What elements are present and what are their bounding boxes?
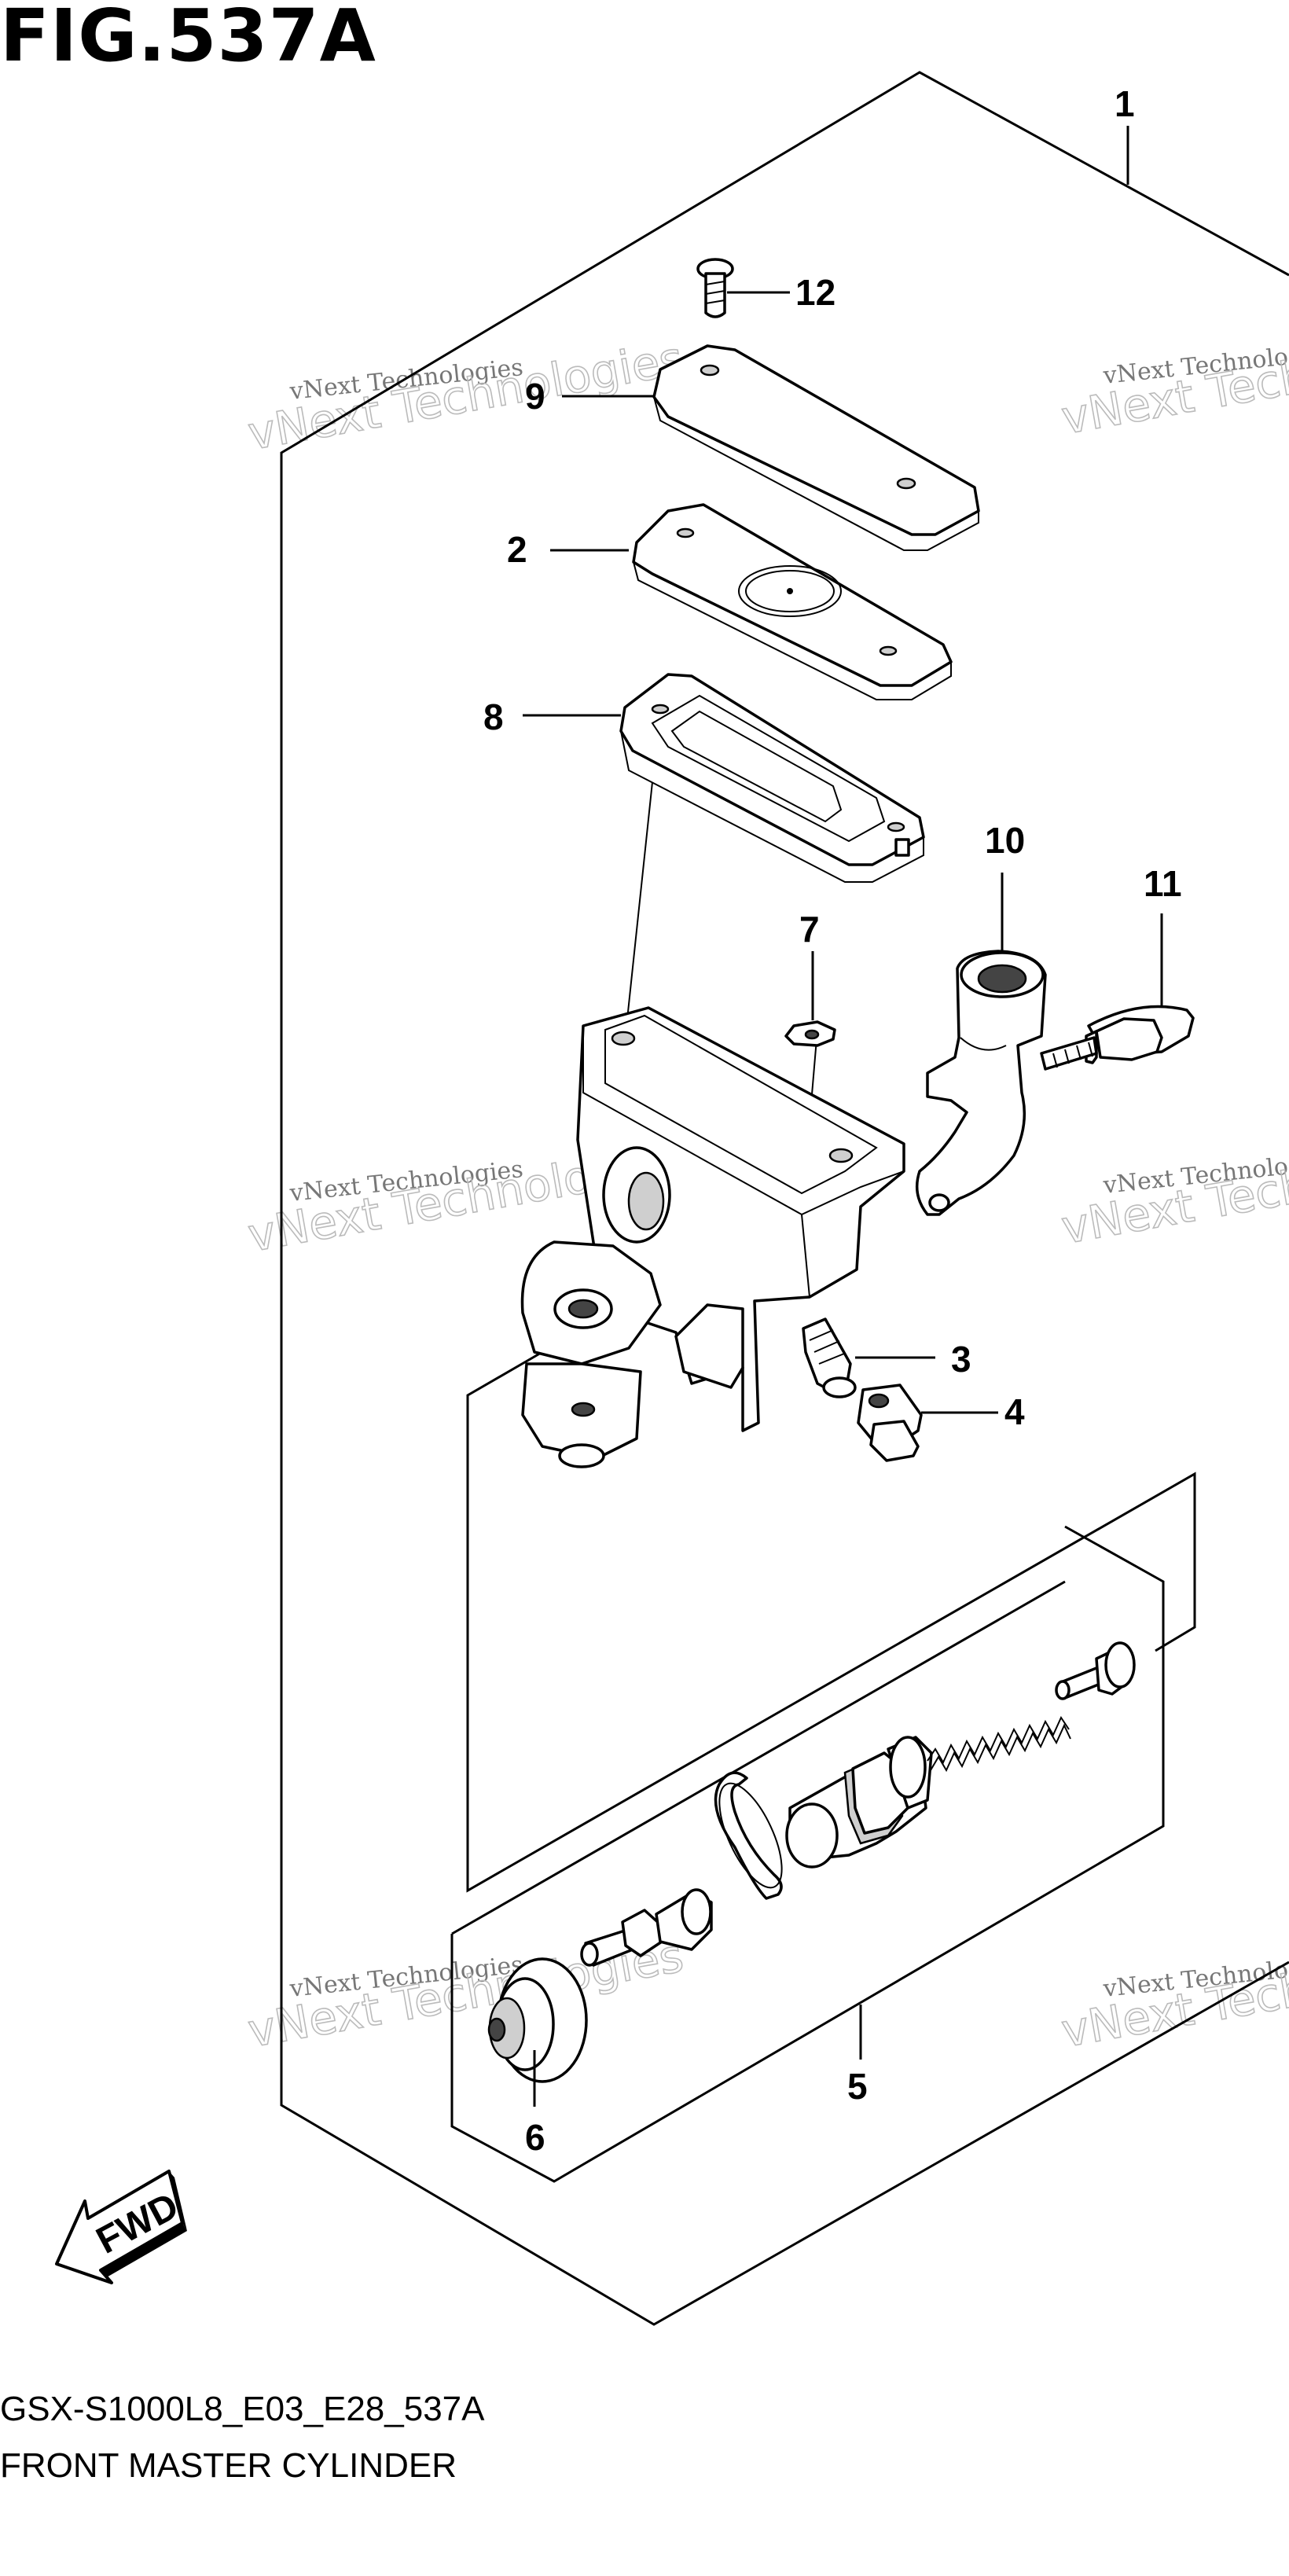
watermark-text-large: vNext Technologies <box>1058 1928 1289 2057</box>
watermark-text-large: vNext Technologies <box>1058 1125 1289 1254</box>
circlip <box>714 1771 783 1900</box>
assembly-boundary <box>280 71 1289 2326</box>
figure-code: GSX-S1000L8_E03_E28_537A <box>0 2390 485 2428</box>
figure-name: FRONT MASTER CYLINDER <box>0 2446 457 2485</box>
spring-seat <box>1055 1641 1136 1700</box>
bleeder-cap-4 <box>857 1384 923 1462</box>
reservoir-cap-9 <box>652 344 980 551</box>
callout-9: 9 <box>525 376 545 417</box>
washer-7 <box>784 1020 836 1047</box>
brake-hose-union-10 <box>915 950 1047 1216</box>
bleeder-3 <box>802 1317 857 1398</box>
callout-10: 10 <box>985 820 1025 861</box>
callout-4: 4 <box>1004 1391 1025 1432</box>
banjo-bolt-11 <box>1040 1005 1195 1071</box>
piston-kit-boundary-top <box>451 1580 1066 1935</box>
watermark-2: vNext Technologies vNext Technologies <box>1057 315 1289 446</box>
callout-11: 11 <box>1144 863 1182 904</box>
piston <box>785 1736 933 1869</box>
body-bracket <box>466 1350 1196 1893</box>
callouts: 1 2 3 4 5 6 7 8 9 10 11 12 <box>483 83 1182 2158</box>
return-spring <box>927 1715 1071 1773</box>
callout-1: 1 <box>1115 83 1135 124</box>
watermark-text-large: vNext Technologies <box>1058 315 1289 444</box>
fwd-arrow-icon: FWD <box>55 2170 187 2284</box>
diaphragm-plate-2 <box>632 503 953 700</box>
callout-2: 2 <box>507 529 527 570</box>
callout-5: 5 <box>847 2066 868 2107</box>
callout-12: 12 <box>795 272 835 313</box>
diaphragm-8 <box>619 673 925 883</box>
push-rod <box>580 1888 713 1967</box>
watermark-4: vNext Technologies vNext Technologies <box>1057 1125 1289 1255</box>
figure-title: FIG.537A <box>0 0 376 78</box>
callout-3: 3 <box>951 1339 971 1380</box>
callout-8: 8 <box>483 696 504 737</box>
watermark-6: vNext Technologies vNext Technologies <box>1057 1928 1289 2059</box>
callout-7: 7 <box>799 909 820 950</box>
piston-cup-6 <box>487 1957 588 2083</box>
callout-6: 6 <box>525 2117 545 2158</box>
master-cylinder-body <box>520 1006 905 1468</box>
piston-kit-boundary <box>450 1525 1165 2183</box>
screw-12 <box>696 258 734 318</box>
